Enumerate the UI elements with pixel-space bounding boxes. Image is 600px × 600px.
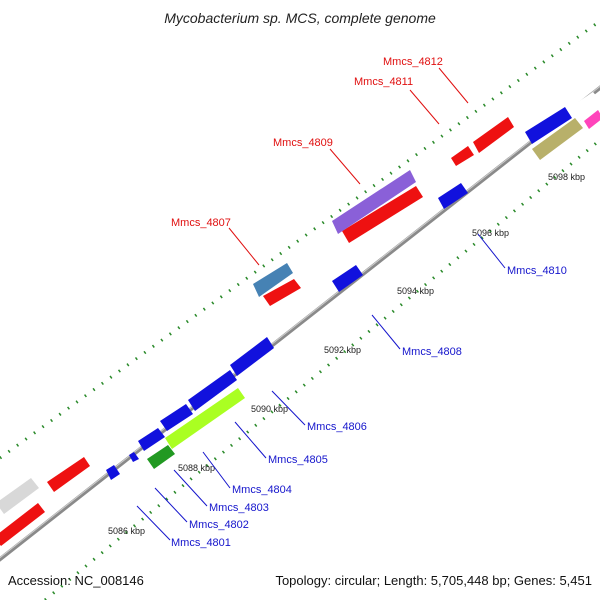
map-title: Mycobacterium sp. MCS, complete genome bbox=[164, 10, 436, 26]
leader-line bbox=[438, 67, 469, 104]
gene-label-Mmcs_4803[interactable]: Mmcs_4803 bbox=[209, 502, 269, 514]
gene-feature-purple[interactable] bbox=[332, 170, 416, 234]
gene-label-Mmcs_4810[interactable]: Mmcs_4810 bbox=[507, 265, 567, 277]
topology-text: Topology: circular; Length: 5,705,448 bp… bbox=[275, 573, 592, 588]
gene-label-Mmcs_4801[interactable]: Mmcs_4801 bbox=[171, 537, 231, 549]
tick-label: 5090 kbp bbox=[251, 404, 288, 414]
leader-line bbox=[173, 469, 208, 507]
tick-label: 5092 kbp bbox=[324, 345, 361, 355]
gene-feature-Mmcs_4810[interactable] bbox=[438, 183, 468, 209]
tick-track-upper bbox=[0, 19, 600, 460]
tick-label: 5088 kbp bbox=[178, 463, 215, 473]
gene-feature-Mmcs_4809[interactable] bbox=[342, 186, 423, 243]
gene-label-Mmcs_4802[interactable]: Mmcs_4802 bbox=[189, 519, 249, 531]
gene-feature-olive[interactable] bbox=[532, 118, 583, 160]
gene-label-Mmcs_4806[interactable]: Mmcs_4806 bbox=[307, 421, 367, 433]
gene-feature-white[interactable] bbox=[563, 92, 600, 120]
leader-line bbox=[329, 148, 361, 185]
gene-feature-blue[interactable] bbox=[525, 107, 572, 144]
gene-feature-Mmcs_4806[interactable] bbox=[188, 370, 237, 411]
leader-line bbox=[202, 451, 231, 489]
tick-label: 5086 kbp bbox=[108, 526, 145, 536]
gene-feature-Mmcs_4805[interactable] bbox=[165, 388, 245, 449]
tick-label: 5096 kbp bbox=[472, 228, 509, 238]
gene-feature[interactable] bbox=[0, 503, 45, 546]
gene-feature-Mmcs_4804[interactable] bbox=[160, 404, 193, 431]
tick-label: 5098 kbp bbox=[548, 172, 585, 182]
gene-feature-Mmcs_4808[interactable] bbox=[332, 265, 363, 292]
gene-feature-Mmcs_4803[interactable] bbox=[138, 428, 165, 451]
gene-feature-pink[interactable] bbox=[584, 110, 600, 129]
gene-feature-grey[interactable] bbox=[0, 478, 39, 514]
leader-line bbox=[371, 314, 401, 350]
gene-label-Mmcs_4807[interactable]: Mmcs_4807 bbox=[171, 217, 231, 229]
leader-line bbox=[234, 421, 267, 459]
leader-line bbox=[409, 89, 440, 125]
gene-label-Mmcs_4804[interactable]: Mmcs_4804 bbox=[232, 484, 292, 496]
leader-line bbox=[228, 227, 260, 266]
gene-feature[interactable] bbox=[47, 457, 90, 492]
gene-label-Mmcs_4809[interactable]: Mmcs_4809 bbox=[273, 137, 333, 149]
gene-feature-Mmcs_4804-green[interactable] bbox=[147, 445, 175, 469]
gene-feature-Mmcs_4811[interactable] bbox=[451, 146, 474, 166]
gene-feature-Mmcs_4806-b[interactable] bbox=[230, 337, 274, 376]
genome-backbone bbox=[0, 85, 600, 562]
gene-label-Mmcs_4812[interactable]: Mmcs_4812 bbox=[383, 56, 443, 68]
leader-line bbox=[477, 233, 506, 269]
gene-label-Mmcs_4805[interactable]: Mmcs_4805 bbox=[268, 454, 328, 466]
leader-line bbox=[154, 487, 188, 523]
leader-line bbox=[271, 390, 306, 426]
accession-text: Accession: NC_008146 bbox=[8, 573, 144, 588]
gene-feature-Mmcs_4812[interactable] bbox=[473, 117, 514, 153]
leader-line bbox=[136, 505, 171, 541]
gene-feature-Mmcs_4801[interactable] bbox=[106, 465, 120, 480]
gene-feature-Mmcs_4802[interactable] bbox=[129, 452, 139, 462]
tick-label: 5094 kbp bbox=[397, 286, 434, 296]
backbone-highlight bbox=[0, 85, 600, 559]
gene-feature-blue-steel[interactable] bbox=[253, 263, 293, 297]
gene-label-Mmcs_4808[interactable]: Mmcs_4808 bbox=[402, 346, 462, 358]
gene-feature-Mmcs_4807[interactable] bbox=[263, 279, 301, 306]
gene-label-Mmcs_4811[interactable]: Mmcs_4811 bbox=[354, 76, 413, 88]
